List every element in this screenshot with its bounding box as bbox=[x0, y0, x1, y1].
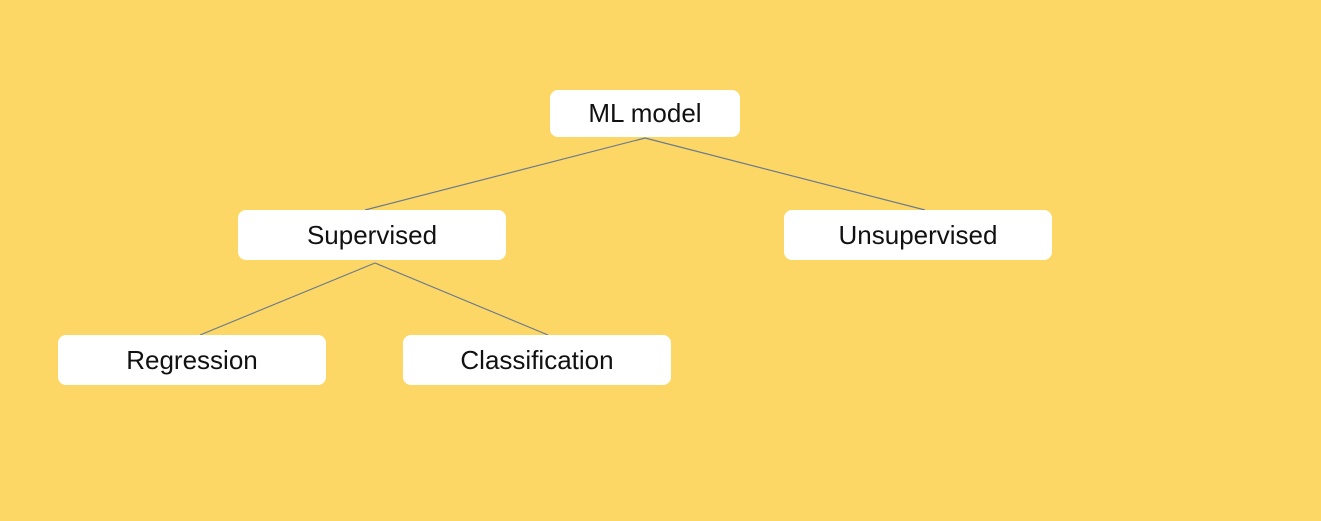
node-regression: Regression bbox=[58, 335, 326, 385]
edge-supervised-to-classification bbox=[374, 262, 549, 336]
node-ml-model-label: ML model bbox=[588, 98, 702, 128]
node-supervised-label: Supervised bbox=[306, 219, 438, 250]
edge-root-to-unsupervised bbox=[644, 137, 926, 211]
node-unsupervised-label: Unsupervised bbox=[838, 219, 998, 250]
node-classification: Classification bbox=[403, 335, 671, 385]
edge-supervised-to-regression bbox=[199, 262, 376, 336]
node-supervised: Supervised bbox=[238, 210, 506, 260]
node-regression-label: Regression bbox=[126, 344, 258, 375]
node-ml-model: ML model bbox=[550, 90, 740, 137]
node-classification-label: Classification bbox=[460, 344, 614, 375]
edge-root-to-supervised bbox=[364, 137, 646, 211]
node-unsupervised: Unsupervised bbox=[784, 210, 1052, 260]
